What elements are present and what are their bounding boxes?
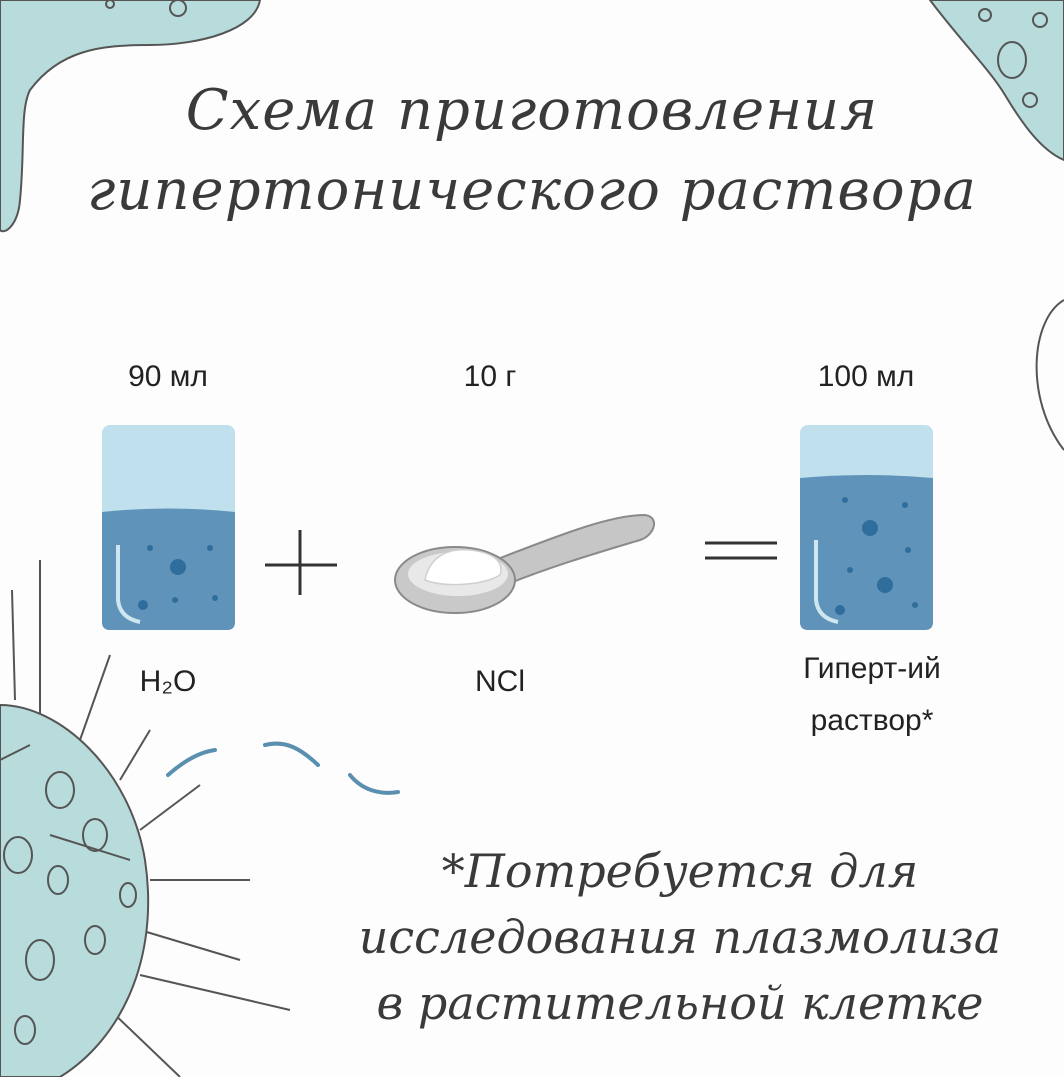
salt-amount: 10 г (463, 360, 517, 393)
footnote-line-2: исследования плазмолиза (358, 910, 1002, 964)
top-left-cell-decoration (0, 0, 262, 233)
right-edge-circle-decoration (1035, 299, 1064, 451)
dashed-wave-decoration (166, 741, 400, 795)
salt-spoon-icon (394, 513, 655, 614)
top-right-cell-decoration (928, 0, 1064, 162)
footnote-line-3: в растительной клетке (376, 976, 984, 1030)
salt-label: NCl (475, 665, 525, 698)
virus-decoration (0, 560, 291, 1077)
title-line-2: гипертонического раствора (87, 158, 977, 223)
solution-amount: 100 мл (817, 360, 915, 393)
solution-beaker-icon (800, 425, 933, 630)
footnote-line-1: *Потребуется для (441, 844, 919, 898)
water-amount: 90 мл (128, 360, 208, 393)
solution-label-line-1: Гиперт-ий (803, 652, 941, 685)
water-label: H₂O (139, 665, 197, 698)
water-beaker-icon (102, 425, 235, 630)
title-line-1: Схема приготовления (185, 78, 879, 143)
solution-label-line-2: раствор* (810, 704, 934, 737)
equals-sign (705, 541, 777, 560)
plus-sign (265, 530, 337, 595)
